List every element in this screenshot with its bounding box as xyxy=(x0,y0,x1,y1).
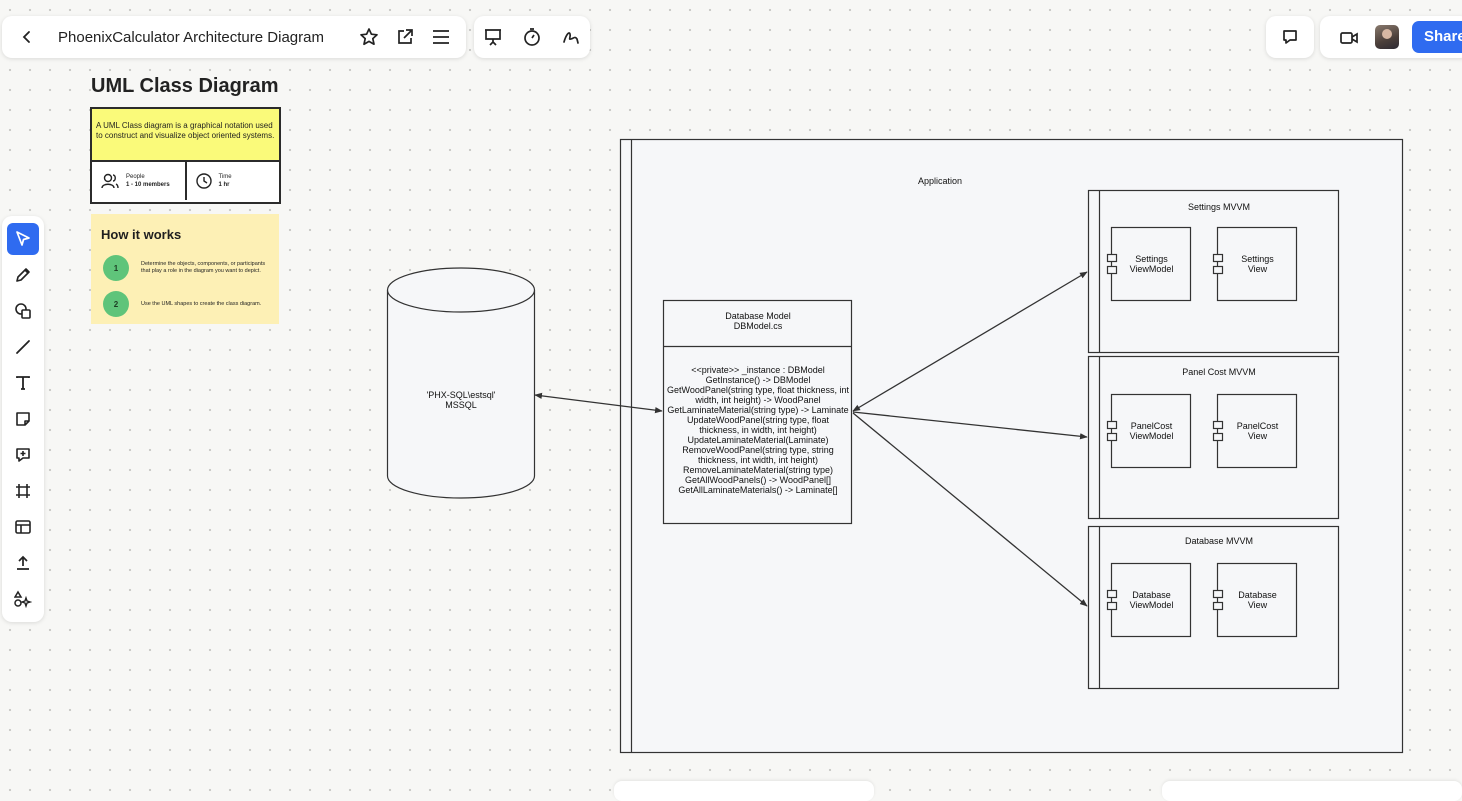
frame-icon xyxy=(16,484,30,498)
bottom-panel-right[interactable] xyxy=(1162,781,1462,801)
pen-icon xyxy=(16,268,30,282)
database-cylinder[interactable] xyxy=(386,267,536,499)
comment-add-icon xyxy=(16,448,30,462)
comment-tool[interactable] xyxy=(7,439,39,471)
how-it-works-title: How it works xyxy=(101,227,182,242)
board-title[interactable]: PhoenixCalculator Architecture Diagram xyxy=(58,28,324,46)
chevron-left-icon xyxy=(22,31,30,43)
timer-button[interactable] xyxy=(517,22,547,52)
step-item: 1 Determine the objects, components, or … xyxy=(103,255,273,281)
people-value: 1 - 10 members xyxy=(126,182,170,188)
more-apps-tool[interactable] xyxy=(7,583,39,615)
component-panelcost-viewmodel[interactable] xyxy=(1106,393,1192,469)
database-label-line1: 'PHX-SQL\estsql' xyxy=(426,390,496,400)
open-external-button[interactable] xyxy=(390,22,420,52)
template-heading[interactable]: UML Class Diagram xyxy=(91,75,279,97)
component-label: Settings ViewModel xyxy=(1129,254,1174,274)
time-cell: Time 1 hr xyxy=(184,162,280,200)
board-header: PhoenixCalculator Architecture Diagram xyxy=(2,16,466,58)
model-class-name: Database Model xyxy=(725,311,791,321)
text-icon xyxy=(16,376,30,390)
comments-panel xyxy=(1266,16,1314,58)
time-label: Time xyxy=(218,174,232,180)
text-tool[interactable] xyxy=(7,367,39,399)
component-settings-viewmodel[interactable] xyxy=(1106,226,1192,302)
people-cell: People 1 - 10 members xyxy=(92,162,185,200)
database-label-line2: MSSQL xyxy=(445,400,477,410)
connector-db-model[interactable] xyxy=(534,392,663,414)
how-it-works-card[interactable]: How it works 1 Determine the objects, co… xyxy=(91,214,279,324)
back-button[interactable] xyxy=(12,22,42,52)
comments-button[interactable] xyxy=(1275,22,1305,52)
database-model-class[interactable] xyxy=(662,299,853,525)
video-camera-icon xyxy=(1340,32,1358,44)
squiggle-icon xyxy=(562,32,579,44)
database-label: 'PHX-SQL\estsql' MSSQL xyxy=(401,390,521,410)
upload-tool[interactable] xyxy=(7,547,39,579)
present-button[interactable] xyxy=(478,22,508,52)
step-item: 2 Use the UML shapes to create the class… xyxy=(103,291,273,317)
presentation-icon xyxy=(485,29,502,46)
line-icon xyxy=(16,340,30,354)
connector-model-panelcost[interactable] xyxy=(852,411,1088,440)
collaboration-panel: Share xyxy=(1320,16,1462,58)
template-info-card[interactable]: A UML Class diagram is a graphical notat… xyxy=(90,107,281,204)
frame-tool[interactable] xyxy=(7,475,39,507)
model-class-file: DBModel.cs xyxy=(733,321,783,331)
video-call-button[interactable] xyxy=(1334,23,1364,53)
bottom-panel-center[interactable] xyxy=(614,781,874,801)
component-label: Database View xyxy=(1238,590,1277,610)
step-number: 1 xyxy=(103,255,129,281)
template-description: A UML Class diagram is a graphical notat… xyxy=(92,109,279,162)
step-text: Use the UML shapes to create the class d… xyxy=(141,300,262,307)
pen-tool[interactable] xyxy=(7,259,39,291)
component-database-viewmodel[interactable] xyxy=(1106,562,1192,638)
upload-icon xyxy=(17,555,29,570)
clock-icon xyxy=(195,173,212,189)
shapes-icon xyxy=(15,303,31,319)
select-tool[interactable] xyxy=(7,223,39,255)
star-icon xyxy=(360,28,378,46)
people-label: People xyxy=(126,174,145,180)
people-icon xyxy=(101,173,119,189)
star-button[interactable] xyxy=(354,22,384,52)
component-label: PanelCost ViewModel xyxy=(1129,421,1174,441)
sticky-note-tool[interactable] xyxy=(7,403,39,435)
tool-sidebar xyxy=(2,216,44,622)
model-class-title: Database Model DBModel.cs xyxy=(666,311,850,331)
line-tool[interactable] xyxy=(7,331,39,363)
cursor-icon xyxy=(16,231,30,246)
connector-model-database[interactable] xyxy=(852,412,1088,607)
connector-model-settings[interactable] xyxy=(852,271,1088,412)
component-settings-view[interactable] xyxy=(1212,226,1298,302)
share-button[interactable]: Share xyxy=(1412,21,1462,53)
mvvm-title: Settings MVVM xyxy=(1187,202,1251,212)
external-link-icon xyxy=(398,29,413,44)
step-text: Determine the objects, components, or pa… xyxy=(141,261,266,274)
shapes-tool[interactable] xyxy=(7,295,39,327)
component-database-view[interactable] xyxy=(1212,562,1298,638)
mvvm-title: Panel Cost MVVM xyxy=(1182,367,1256,377)
step-number: 2 xyxy=(103,291,129,317)
component-label: Database ViewModel xyxy=(1129,590,1174,610)
timer-icon xyxy=(524,28,540,46)
model-class-members: <<private>> _instance : DBModel GetInsta… xyxy=(667,365,849,495)
menu-button[interactable] xyxy=(426,22,456,52)
component-label: Settings View xyxy=(1241,254,1274,274)
shapes-sparkle-icon xyxy=(14,590,32,608)
application-label: Application xyxy=(917,176,963,186)
component-label: PanelCost View xyxy=(1236,421,1279,441)
hamburger-menu-icon xyxy=(433,30,449,44)
reactions-button[interactable] xyxy=(556,22,586,52)
board-tools xyxy=(474,16,590,58)
template-icon xyxy=(15,520,31,534)
user-avatar[interactable] xyxy=(1375,25,1399,49)
mvvm-title: Database MVVM xyxy=(1184,536,1254,546)
component-panelcost-view[interactable] xyxy=(1212,393,1298,469)
templates-tool[interactable] xyxy=(7,511,39,543)
comment-icon xyxy=(1283,30,1297,44)
sticky-note-icon xyxy=(16,412,30,426)
time-value: 1 hr xyxy=(218,182,230,188)
